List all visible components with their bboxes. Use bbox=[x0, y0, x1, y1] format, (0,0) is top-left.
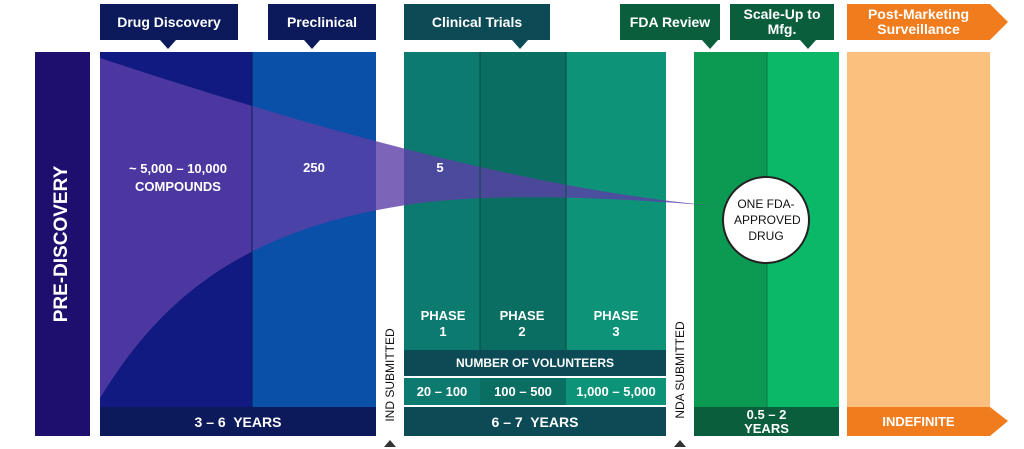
header-drug-discovery-tail bbox=[160, 40, 176, 49]
volunteers-p2: 100 – 500 bbox=[480, 378, 566, 405]
duration-clinical-text: 6 – 7 YEARS bbox=[491, 413, 579, 430]
header-preclinical-tail bbox=[304, 40, 320, 49]
header-scale-up-tail bbox=[800, 40, 816, 49]
volunteers-p1: 20 – 100 bbox=[404, 378, 480, 405]
phase-2-label: PHASE 2 bbox=[499, 308, 545, 339]
duration-discovery-preclinical: 3 – 6 YEARS bbox=[100, 407, 376, 436]
phase2-column bbox=[480, 52, 566, 350]
duration-post-text: INDEFINITE bbox=[882, 414, 955, 429]
header-clinical-trials-tail bbox=[512, 40, 528, 49]
header-post-marketing-arrow bbox=[990, 4, 1008, 40]
preclinical-count: 250 bbox=[303, 160, 325, 175]
nda-submitted-label: NDA SUBMITTED bbox=[673, 321, 687, 419]
header-fda-review: FDA Review bbox=[620, 4, 720, 40]
funnel-shape bbox=[100, 58, 740, 398]
clinical-count: 5 bbox=[436, 160, 444, 175]
volunteers-p1-value: 20 – 100 bbox=[416, 384, 468, 399]
header-preclinical: Preclinical bbox=[268, 4, 376, 40]
header-scale-up: Scale-Up to Mfg. bbox=[730, 4, 834, 40]
duration-discovery-text: 3 – 6 YEARS bbox=[194, 413, 282, 430]
header-clinical-trials: Clinical Trials bbox=[404, 4, 550, 40]
phase-1-label: PHASE 1 bbox=[420, 308, 466, 339]
post-marketing-column bbox=[847, 52, 990, 407]
phase-3-label: PHASE 3 bbox=[593, 308, 639, 339]
volunteers-p3: 1,000 – 5,000 bbox=[566, 378, 666, 405]
duration-review-scaleup: 0.5 – 2 YEARS bbox=[694, 407, 839, 436]
approved-drug-text: ONE FDA-APPROVED DRUG bbox=[734, 197, 801, 243]
discovery-count: ~ 5,000 – 10,000 COMPOUNDS bbox=[129, 161, 227, 194]
duration-clinical: 6 – 7 YEARS bbox=[404, 407, 666, 436]
volunteers-header: NUMBER OF VOLUNTEERS bbox=[404, 350, 666, 376]
nda-marker bbox=[674, 440, 686, 447]
post-marketing-duration-arrow bbox=[990, 407, 1008, 436]
volunteers-p2-value: 100 – 500 bbox=[494, 384, 552, 399]
approved-drug-circle: ONE FDA-APPROVED DRUG bbox=[722, 176, 810, 264]
header-fda-review-tail bbox=[702, 40, 718, 49]
duration-post-marketing: INDEFINITE bbox=[847, 407, 990, 436]
pre-discovery-bar bbox=[35, 52, 90, 436]
duration-review-text: 0.5 – 2 YEARS bbox=[744, 406, 789, 436]
header-drug-discovery: Drug Discovery bbox=[100, 4, 238, 40]
volunteers-label: NUMBER OF VOLUNTEERS bbox=[455, 356, 614, 370]
ind-submitted-label: IND SUBMITTED bbox=[383, 328, 397, 422]
volunteers-p3-value: 1,000 – 5,000 bbox=[576, 384, 656, 399]
header-post-marketing: Post-Marketing Surveillance bbox=[847, 4, 990, 40]
ind-marker bbox=[384, 440, 396, 447]
